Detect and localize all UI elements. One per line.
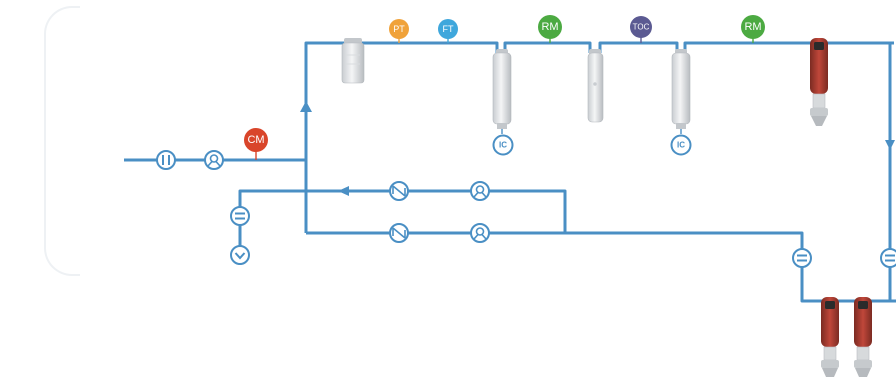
ic-label: IC (677, 141, 685, 150)
toc-sensor[interactable]: TOC (630, 16, 652, 43)
heat-exchanger-icon[interactable] (389, 181, 409, 201)
cm-sensor-label: CM (247, 134, 264, 146)
ic-instrument[interactable]: IC (670, 134, 692, 156)
pipe-column2-to-dispenser (683, 41, 894, 53)
rm-sensor-label: RM (541, 21, 558, 33)
pt-sensor-label: PT (393, 24, 405, 34)
ion-exchange-column-icon[interactable] (671, 49, 691, 134)
flow-arrow-icon (300, 101, 312, 112)
bottom-right-pipe (565, 231, 896, 303)
ft-sensor[interactable]: FT (438, 19, 458, 43)
rm-sensor-label: RM (744, 21, 761, 33)
filter-housing-icon[interactable] (341, 38, 365, 84)
pt-sensor[interactable]: PT (389, 19, 409, 43)
dispenser-icon[interactable] (854, 297, 872, 377)
inlet-valve-icon[interactable] (792, 248, 812, 268)
pump-icon[interactable] (470, 223, 490, 243)
pump-icon[interactable] (204, 150, 224, 170)
cm-sensor[interactable]: CM (244, 128, 268, 160)
inlet-valve-icon[interactable] (230, 206, 250, 226)
pipe-column1-to-uv (503, 41, 592, 53)
pump-icon[interactable] (470, 181, 490, 201)
inlet-valve-icon[interactable] (880, 248, 896, 268)
flow-arrow-icon (885, 140, 895, 150)
dispenser-icon[interactable] (810, 38, 828, 126)
dispenser-icon[interactable] (821, 297, 839, 377)
ic-instrument[interactable]: IC (492, 134, 514, 156)
pipe-uv-to-column2 (598, 41, 679, 53)
uv-lamp-icon[interactable] (587, 49, 604, 123)
ft-sensor-label: FT (443, 24, 454, 34)
ion-exchange-column-icon[interactable] (492, 49, 512, 134)
inlet-valve-icon[interactable] (156, 150, 176, 170)
toc-sensor-label: TOC (633, 23, 650, 32)
drain-valve-icon[interactable] (230, 245, 250, 265)
riser-pipe (304, 41, 499, 233)
ic-label: IC (499, 141, 507, 150)
rm-sensor[interactable]: RM (741, 15, 765, 43)
rm-sensor[interactable]: RM (538, 15, 562, 43)
flow-arrow-icon (338, 186, 349, 196)
heat-exchanger-icon[interactable] (389, 223, 409, 243)
